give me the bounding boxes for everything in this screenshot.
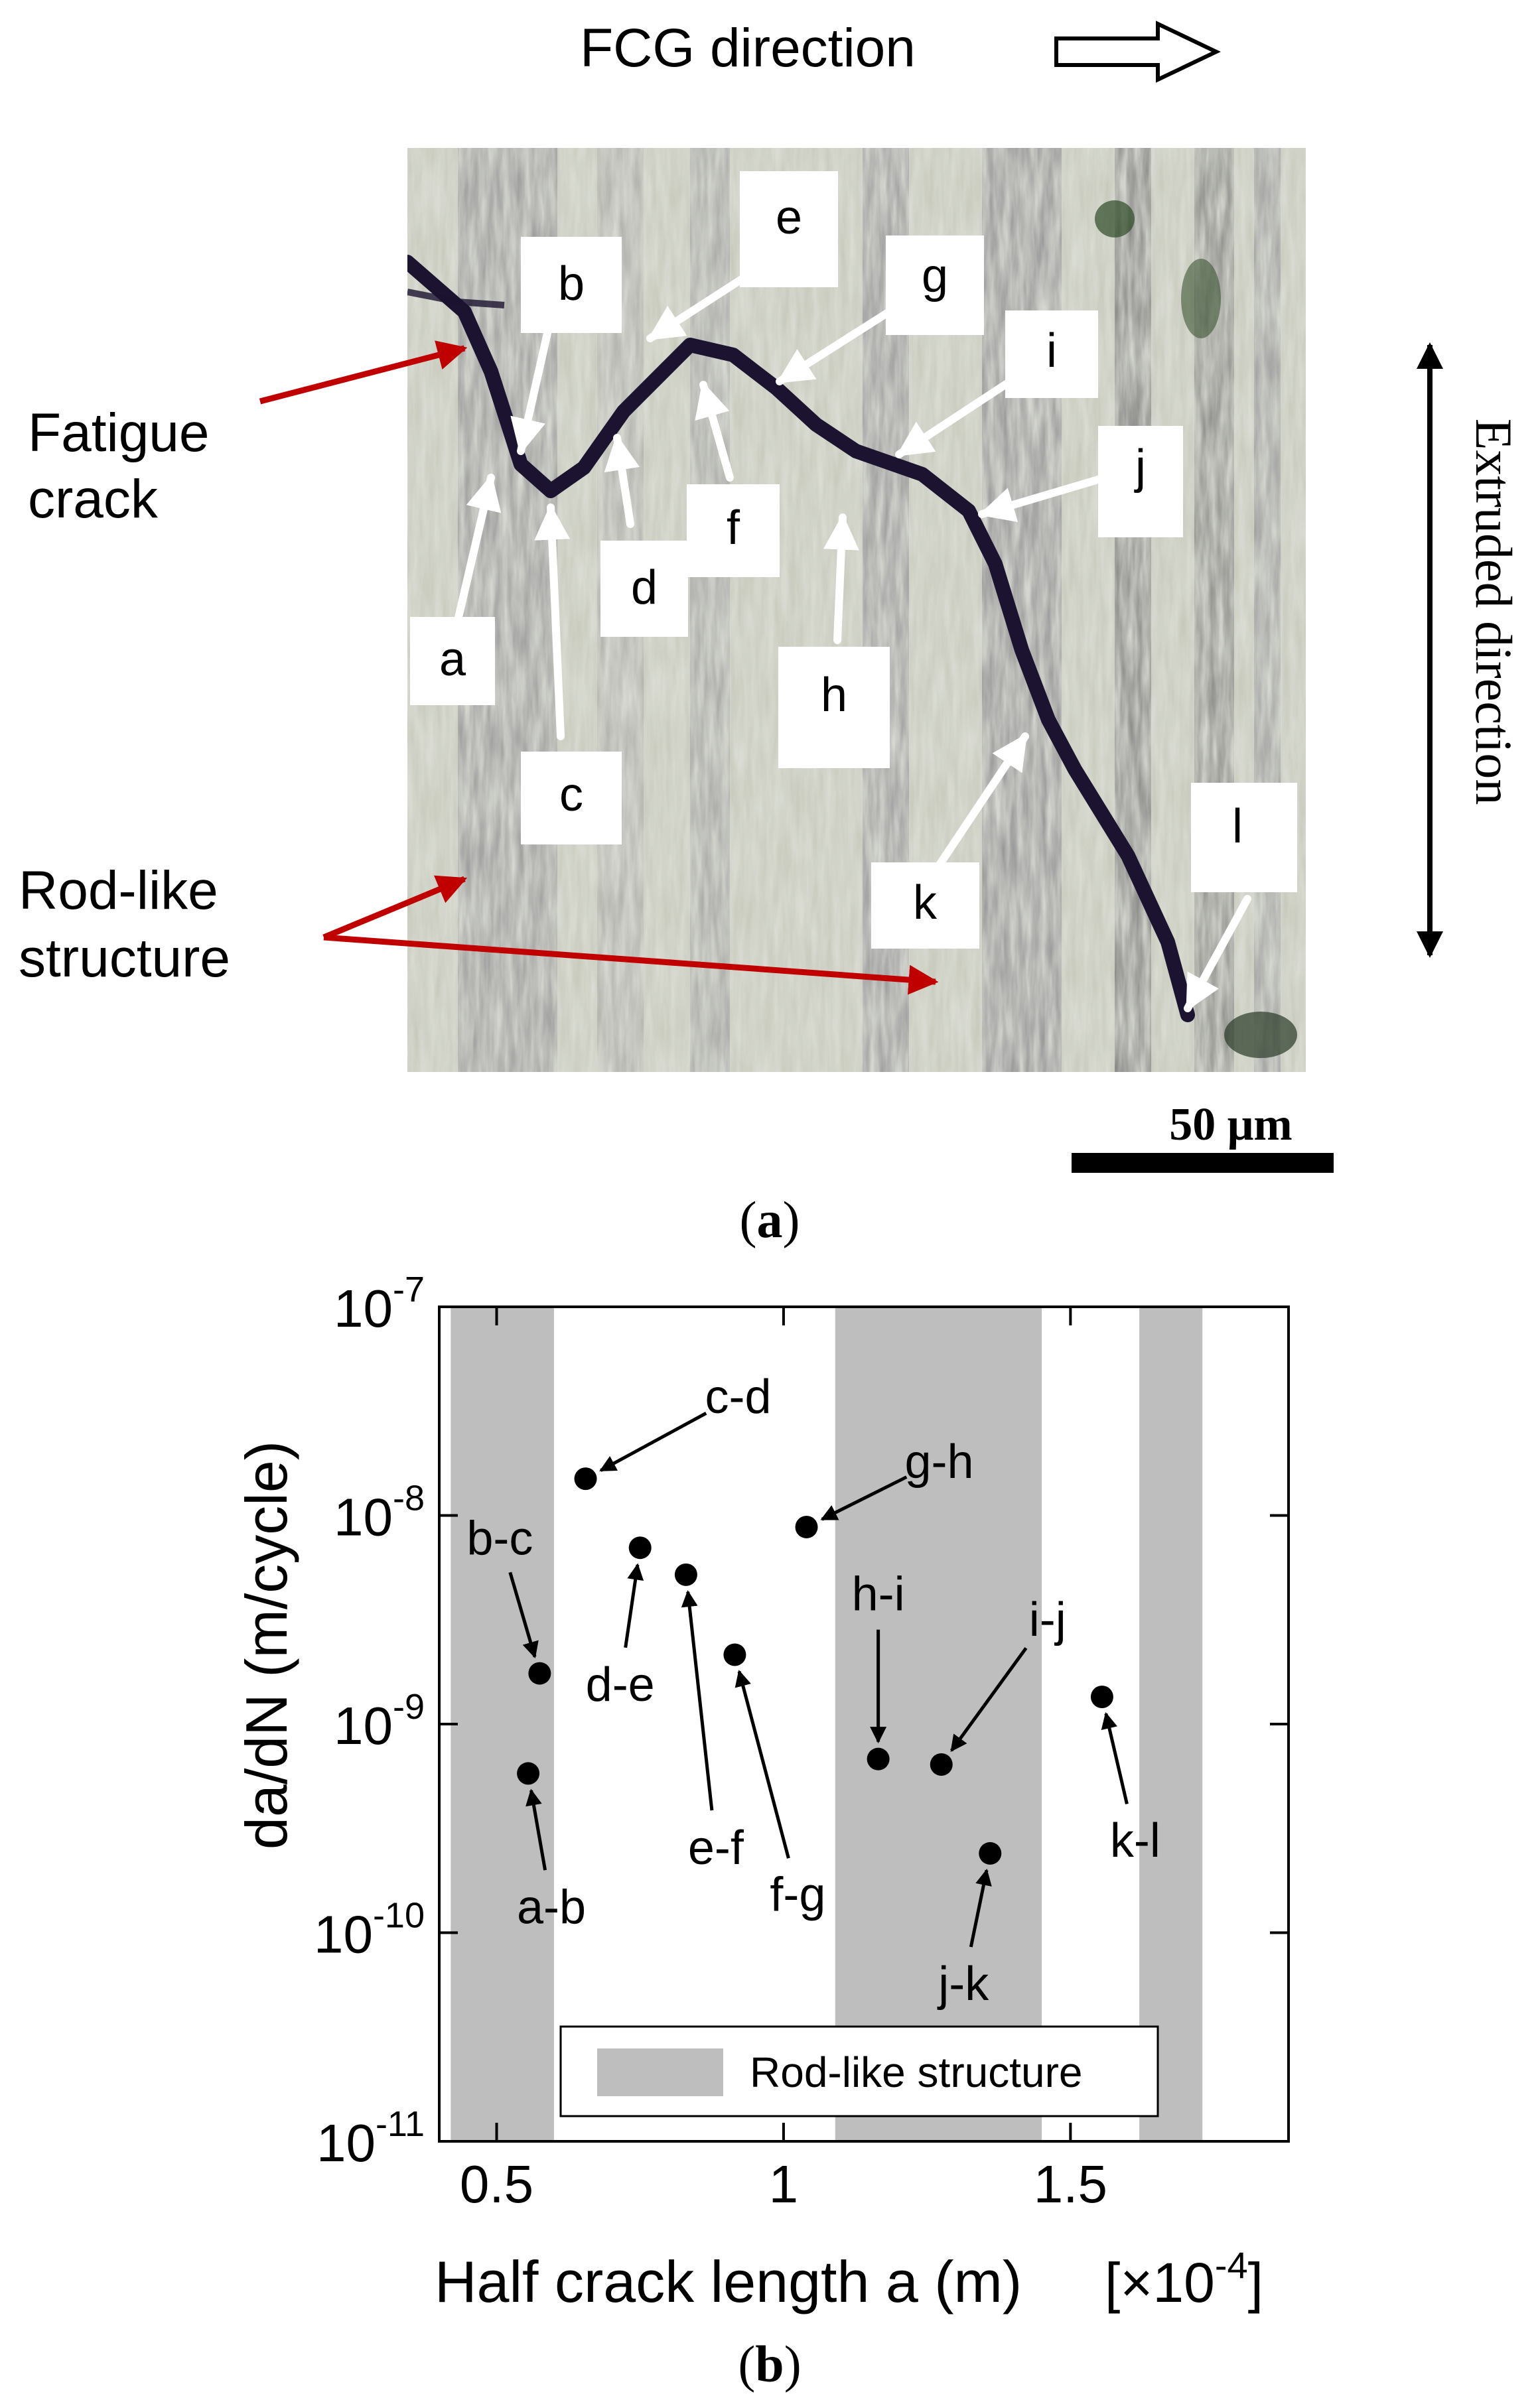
- legend-label: Rod-like structure: [750, 2048, 1083, 2096]
- fcg-direction-label: FCG direction: [580, 18, 916, 78]
- point-label-j-k: j-k: [937, 1958, 989, 2011]
- point-label-c-d: c-d: [705, 1371, 772, 1424]
- point-arrow-f-g: [735, 1670, 790, 1859]
- point-label-e: e: [740, 171, 838, 287]
- data-point-b-c: [528, 1662, 551, 1685]
- svg-text:b: b: [558, 257, 585, 310]
- x-tick-label: 1: [769, 2155, 799, 2214]
- scale-bar: [1072, 1153, 1334, 1173]
- point-label-k-l: k-l: [1110, 1814, 1160, 1867]
- data-point-j-k: [979, 1841, 1002, 1865]
- legend-swatch: [597, 2048, 723, 2096]
- plot-frame: [438, 1305, 1290, 2143]
- fatigue-crack-label: Fatigue crack: [28, 403, 224, 529]
- point-label-k: k: [871, 862, 979, 949]
- data-point-h-i: [867, 1747, 890, 1771]
- point-label-d-e: d-e: [586, 1658, 655, 1711]
- point-label-f-g: f-g: [770, 1868, 825, 1921]
- data-point-d-e: [628, 1536, 652, 1560]
- x-tick-label: 0.5: [460, 2155, 533, 2214]
- shaded-band-3: [1139, 1307, 1203, 2141]
- point-arrow-i-j: [950, 1646, 1028, 1752]
- x-tick-label: 1.5: [1034, 2155, 1107, 2214]
- panel-b-chart: 10-7 10-8 10-9 10-10 10-11 0.5 1 1.5 a-b b-c c-d…: [234, 1270, 1290, 2393]
- fatigue-crack-path: [407, 255, 1195, 1022]
- point-arrow-g-h: [820, 1475, 908, 1521]
- y-tick-label: 10-11: [316, 2104, 425, 2173]
- point-label-c: c: [521, 752, 622, 844]
- data-point-k-l: [1090, 1686, 1113, 1709]
- svg-text:e: e: [776, 191, 802, 244]
- x-axis-multiplier: [×10-4]: [1105, 2244, 1263, 2314]
- legend: Rod-like structure: [559, 2025, 1159, 2117]
- svg-text:h: h: [821, 669, 847, 722]
- data-point-i-j: [930, 1753, 953, 1776]
- y-axis-label: da/dN (m/cycle): [234, 1441, 299, 1849]
- svg-text:f: f: [727, 502, 740, 555]
- svg-text:i: i: [1046, 324, 1057, 377]
- svg-text:k: k: [913, 876, 938, 929]
- data-point-e-f: [674, 1563, 697, 1586]
- point-label-f: f: [687, 484, 780, 577]
- data-point-annotations: a-b b-c c-d d-e e-f f-g g-h h-i i-j j-k k-l: [466, 1371, 1160, 2011]
- y-tick-label: 10-8: [334, 1479, 425, 1547]
- caption-b: (b): [738, 2335, 801, 2393]
- svg-text:j: j: [1134, 440, 1146, 494]
- point-label-a-b: a-b: [517, 1881, 586, 1934]
- data-point-c-d: [574, 1467, 597, 1491]
- point-arrow-a-b: [525, 1788, 547, 1871]
- point-arrow-e-f: [681, 1590, 714, 1811]
- data-points: [517, 1467, 1113, 1865]
- point-label-g-h: g-h: [904, 1436, 973, 1489]
- svg-text:a: a: [439, 633, 466, 686]
- shaded-band-1: [451, 1307, 554, 2141]
- point-arrow-j-k: [969, 1868, 992, 1948]
- shaded-bands: [451, 1307, 1203, 2141]
- rod-like-arrow-2: [323, 934, 939, 995]
- data-point-a-b: [517, 1762, 540, 1785]
- y-tick-label: 10-10: [314, 1896, 425, 1964]
- point-label-b-c: b-c: [466, 1512, 533, 1566]
- point-arrow-d-e: [624, 1563, 644, 1648]
- point-label-i: i: [1005, 310, 1098, 398]
- data-point-f-g: [723, 1643, 746, 1666]
- point-arrow-c-d: [599, 1412, 707, 1472]
- point-arrow-b-c: [508, 1572, 539, 1659]
- fcg-direction-arrow-icon: [1054, 21, 1221, 83]
- caption-a: (a): [740, 1191, 800, 1248]
- point-arrow-k-l: [1101, 1711, 1129, 1805]
- point-label-g: g: [886, 235, 984, 335]
- point-label-a: a: [410, 617, 495, 705]
- scale-bar-label: 50 μm: [1169, 1099, 1293, 1150]
- y-axis-ticks: 10-7 10-8 10-9 10-10 10-11: [314, 1270, 1289, 2173]
- point-label-l: l: [1191, 783, 1297, 892]
- point-label-i-j: i-j: [1029, 1593, 1066, 1646]
- fatigue-crack-arrow: [259, 340, 468, 405]
- extruded-direction-label: Extruded direction: [1465, 419, 1523, 805]
- point-label-h-i: h-i: [852, 1568, 905, 1621]
- y-tick-label: 10-7: [334, 1270, 425, 1338]
- svg-text:d: d: [631, 561, 658, 614]
- rod-like-structure-label: Rod-like structure: [19, 860, 234, 988]
- svg-text:g: g: [922, 249, 948, 302]
- point-label-h: h: [778, 647, 890, 768]
- panel-a: FCG direction: [19, 18, 1523, 1248]
- data-point-g-h: [795, 1515, 818, 1538]
- point-label-e-f: e-f: [688, 1822, 744, 1875]
- point-labels: a b c d e f g h i j k l: [410, 171, 1297, 949]
- shaded-band-2: [835, 1307, 1042, 2141]
- rod-like-arrow-1: [322, 875, 468, 941]
- svg-text:l: l: [1232, 800, 1243, 853]
- svg-text:c: c: [559, 768, 583, 821]
- x-axis-ticks: 0.5 1 1.5: [460, 1307, 1107, 2214]
- x-axis-label: Half crack length a (m): [435, 2249, 1022, 2314]
- y-tick-label: 10-9: [334, 1687, 425, 1755]
- point-label-d: d: [600, 541, 688, 637]
- point-label-b: b: [521, 237, 622, 333]
- point-label-j: j: [1098, 426, 1183, 537]
